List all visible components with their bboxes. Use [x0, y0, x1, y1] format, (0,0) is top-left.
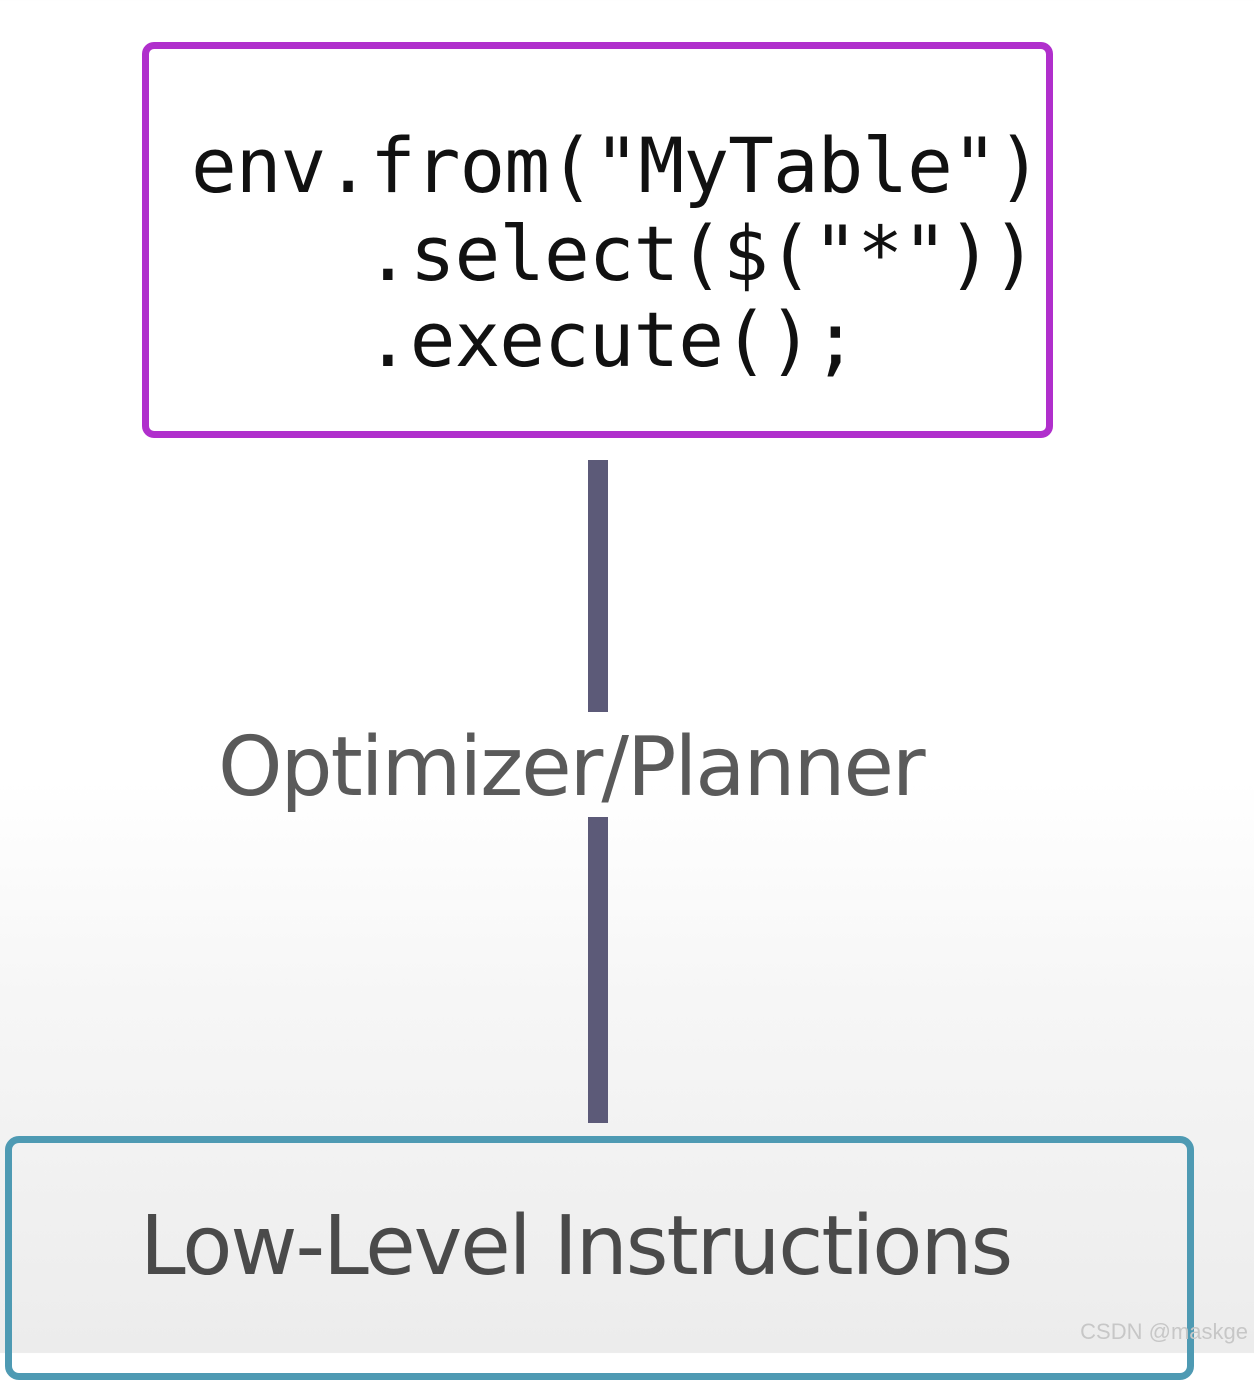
optimizer-planner-label: Optimizer/Planner: [218, 720, 926, 815]
code-line-2: .select($("*")): [365, 209, 1037, 298]
code-line-3: .execute();: [365, 295, 858, 384]
code-line-1: env.from("MyTable"): [191, 121, 1042, 210]
connector-line-top: [588, 460, 608, 712]
connector-line-bottom: [588, 817, 608, 1123]
code-box: env.from("MyTable") .select($("*")) .exe…: [142, 42, 1053, 438]
low-level-instructions-label: Low-Level Instructions: [140, 1199, 1013, 1294]
low-level-instructions-box: Low-Level Instructions: [5, 1136, 1194, 1380]
watermark: CSDN @maskge: [1080, 1319, 1248, 1344]
